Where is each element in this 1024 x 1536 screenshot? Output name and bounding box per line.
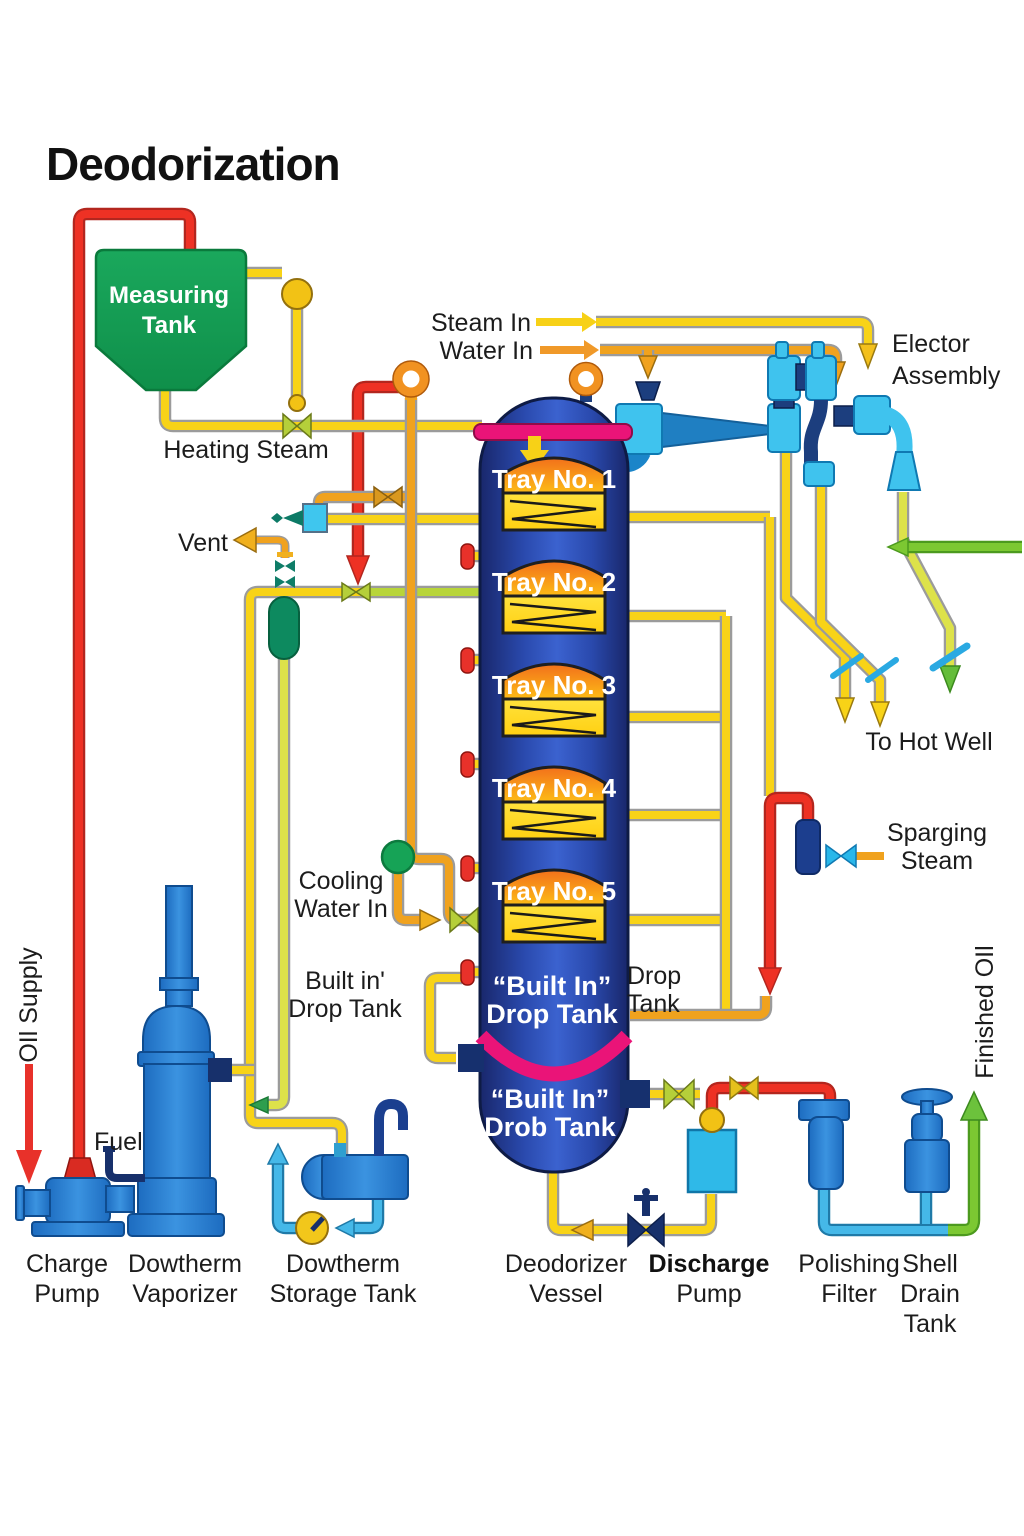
dowtherm-red-riser-pipe — [345, 380, 400, 587]
water-in-label: Water In — [439, 337, 533, 365]
lime-valve-mid — [341, 581, 371, 603]
shell-drain-tank-label-2: Drain — [900, 1280, 960, 1308]
measuring-tank-label-2: Tank — [142, 312, 197, 339]
tray-1: Tray No. 1 — [492, 456, 616, 532]
charge-pump — [15, 1157, 135, 1237]
shell-drain-tank-label-1: Shell — [902, 1250, 958, 1278]
gate-valve — [627, 1188, 665, 1248]
vent-valve-stack — [275, 552, 295, 588]
polishing-filter-label-2: Filter — [821, 1280, 877, 1308]
dowtherm-storage-tank-label-2: Storage Tank — [270, 1280, 417, 1308]
vessel-drob-tank-label-1: “Built In” — [491, 1084, 609, 1114]
sparging-steam-label-2: Steam — [901, 847, 973, 875]
vessel-drop-tank-label-2: Drop Tank — [486, 999, 618, 1029]
cooling-water-valve — [449, 906, 479, 934]
vessel-gauge-icon — [568, 361, 604, 402]
pressure-gauge-icon — [392, 360, 430, 400]
deodorizer-vessel-label-2: Vessel — [529, 1280, 603, 1308]
vent-pipe — [232, 526, 290, 558]
built-in-drop-left-label-1: Built in' — [305, 967, 385, 995]
dowtherm-supply-pipe — [243, 585, 362, 1156]
storage-tank-blue-pipes — [266, 1142, 385, 1239]
hot-well-green-inlet — [886, 536, 1022, 558]
tray-3: Tray No. 3 — [492, 662, 616, 738]
water-in-arrow — [540, 340, 599, 360]
deodorizer-vessel-label-1: Deodorizer — [505, 1250, 627, 1278]
discharge-red-pipe — [705, 1081, 837, 1114]
steam-in-label: Steam In — [431, 309, 531, 337]
gauge-arrow-icon — [271, 503, 328, 533]
sparging-steam-label-1: Sparging — [887, 819, 987, 847]
measuring-tank-label-1: Measuring — [109, 282, 229, 309]
dowtherm-vaporizer-label-1: Dowtherm — [128, 1250, 242, 1278]
vent-capsule — [268, 596, 300, 660]
page-title: Deodorization — [46, 138, 340, 190]
blue-slash-marks — [830, 642, 971, 683]
vessel-drob-tank-label-2: Drob Tank — [484, 1112, 616, 1142]
hot-well-pipe-2 — [814, 484, 891, 729]
polishing-filter-label-1: Polishing — [798, 1250, 899, 1278]
shell-drain-tank-label-3: Tank — [904, 1310, 957, 1338]
heating-steam-valve — [281, 278, 313, 440]
fuel-label: Fuel — [94, 1128, 143, 1156]
to-hot-well-label: To Hot Well — [865, 728, 992, 756]
tray-4: Tray No. 4 — [492, 765, 617, 841]
finished-oil-pipe — [817, 1090, 989, 1237]
polishing-filter — [798, 1099, 850, 1190]
dowtherm-storage-tank — [295, 1098, 409, 1245]
discharge-yellow-valve — [729, 1075, 759, 1101]
vessel-drop-tank-label-1: “Built In” — [493, 971, 611, 1001]
hot-well-pipe-3 — [896, 492, 962, 695]
heating-steam-label: Heating Steam — [163, 436, 328, 464]
dowtherm-storage-tank-label-1: Dowtherm — [286, 1250, 400, 1278]
elector-assembly-label-1: Elector — [892, 330, 970, 358]
elector-assembly-label-2: Assembly — [892, 362, 1001, 390]
discharge-pump-label-2: Pump — [676, 1280, 741, 1308]
tray-5-label: Tray No. 5 — [492, 876, 616, 906]
tray-3-label: Tray No. 3 — [492, 670, 616, 700]
tray-1-label: Tray No. 1 — [492, 464, 616, 494]
sparging-red-pipe — [757, 791, 815, 996]
dowtherm-vaporizer — [103, 885, 232, 1237]
finished-oil-label: Finished OIl — [971, 945, 999, 1078]
cooling-water-pipe — [391, 872, 442, 932]
tray-2-label: Tray No. 2 — [492, 567, 616, 597]
charge-pump-label-1: Charge — [26, 1250, 108, 1278]
dowtherm-vaporizer-label-2: Vaporizer — [132, 1280, 237, 1308]
drop-tank-right-label-1: Drop — [627, 962, 681, 990]
bottom-collector-pipe — [630, 996, 773, 1022]
upper-amber-valve — [373, 485, 403, 509]
oil-supply-red-pipe — [72, 207, 197, 1170]
cooling-water-source — [380, 839, 416, 875]
upper-valve-pipe — [312, 490, 406, 510]
vent-label: Vent — [178, 529, 228, 557]
shell-drain-tank — [901, 1088, 953, 1193]
built-in-drop-left-label-2: Drop Tank — [288, 995, 402, 1023]
hot-well-pipe-1 — [779, 446, 856, 725]
drop-tank-right-label-2: Tank — [627, 990, 680, 1018]
oil-supply-label: OIl Supply — [15, 947, 43, 1063]
measuring-tank — [94, 248, 248, 392]
steam-in-pipe — [596, 315, 879, 371]
sparging-steam-pot — [795, 819, 857, 875]
charge-pump-label-2: Pump — [34, 1280, 99, 1308]
cooling-water-label-2: Water In — [294, 895, 388, 923]
drop-tank-loop-pipe — [423, 971, 462, 1065]
tray-2: Tray No. 2 — [492, 559, 616, 635]
tray-nozzle-caps — [460, 543, 475, 986]
discharge-pump — [686, 1107, 738, 1194]
tray-4-label: Tray No. 4 — [492, 773, 617, 803]
heating-steam-pipe — [158, 386, 482, 433]
oil-supply-arrow — [16, 1064, 42, 1184]
cooling-water-label-1: Cooling — [299, 867, 384, 895]
discharge-pump-label-1: Discharge — [649, 1250, 770, 1278]
discharge-lime-valve — [663, 1078, 695, 1110]
tray-vapor-pipes — [626, 510, 777, 1015]
steam-in-arrow — [536, 312, 597, 332]
vent-drop-pipe — [248, 654, 291, 1115]
tray-5: Tray No. 5 — [492, 868, 616, 944]
